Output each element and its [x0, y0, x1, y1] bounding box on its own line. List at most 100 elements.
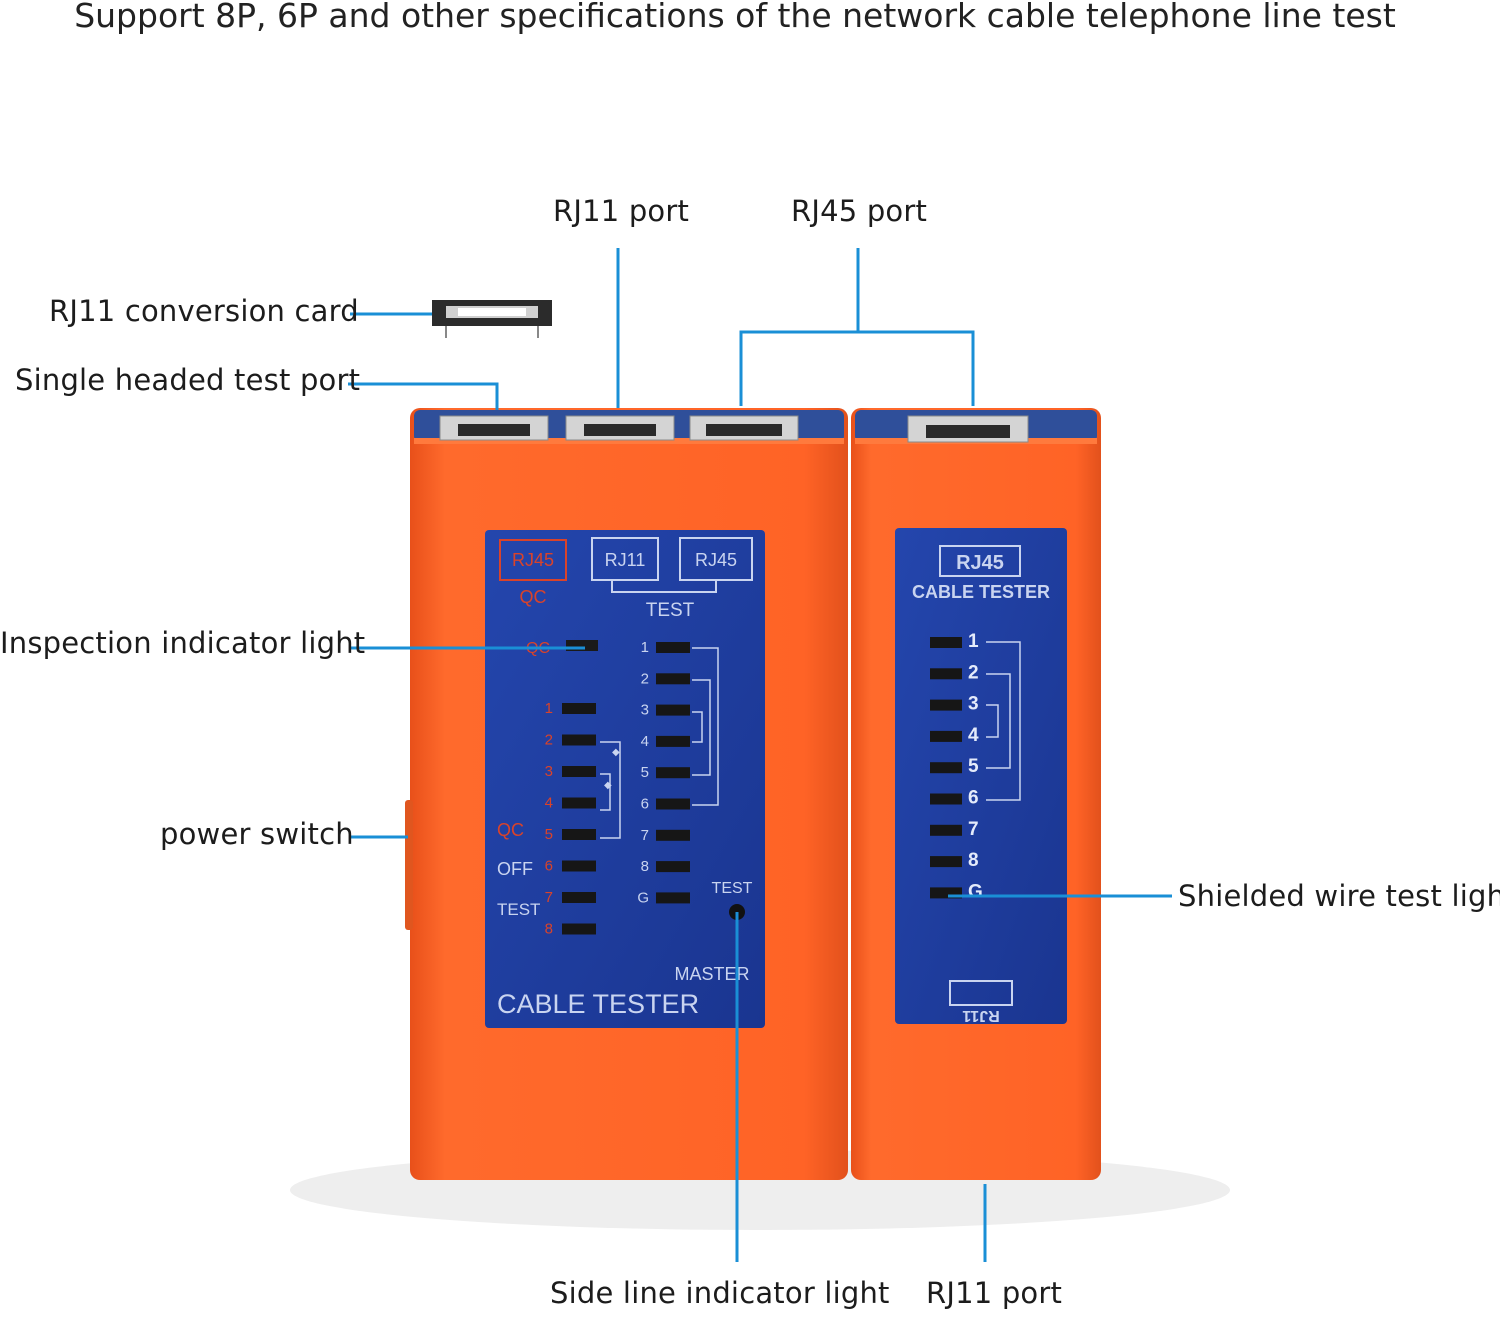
callout-lines	[348, 248, 1172, 1262]
right-led-8-label: 8	[641, 858, 649, 875]
badge-rj11-label: RJ11	[605, 550, 646, 570]
badge-rj45-label: RJ45	[695, 550, 737, 570]
right-led-7	[656, 829, 690, 841]
left-led-8-label: 8	[545, 921, 553, 938]
badge-qc-label: QC	[520, 587, 547, 607]
rj45-port-remote[interactable]	[907, 415, 1029, 443]
callout-single-headed-test-port: Single headed test port	[15, 363, 361, 397]
right-led-column: 1 2 3 4 5 6 7 8G	[637, 639, 690, 906]
right-led-4	[656, 735, 690, 747]
callout-rj11-conversion-card: RJ11 conversion card	[49, 294, 359, 328]
remote-led-8	[930, 856, 962, 868]
remote-led-7	[930, 824, 962, 836]
remote-badge-rj45	[939, 545, 1021, 577]
left-led-4	[562, 797, 596, 809]
master-panel	[485, 530, 765, 1028]
callout-side-line-indicator-light: Side line indicator light	[550, 1276, 890, 1310]
right-led-1-label: 1	[641, 639, 649, 656]
left-led-4-label: 4	[545, 795, 553, 812]
remote-led-8-label: 8	[968, 850, 979, 871]
left-led-5	[562, 829, 596, 840]
remote-mirrored-badge-label: RJ11	[962, 1007, 999, 1024]
callout-power-switch: power switch	[160, 817, 354, 851]
rj11-port-master[interactable]	[565, 415, 675, 441]
callout-rj45-port-top: RJ45 port	[791, 194, 928, 228]
remote-led-1-label: 1	[968, 631, 979, 652]
remote-panel-subtitle: CABLE TESTER	[912, 582, 1050, 602]
right-led-2-label: 2	[641, 670, 649, 687]
right-led-1	[656, 642, 690, 653]
badge-rj11	[591, 537, 659, 581]
left-led-3-label: 3	[545, 763, 553, 780]
headline: Support 8P, 6P and other specifications …	[74, 0, 1396, 35]
remote-led-G	[930, 887, 962, 899]
remote-led-3-label: 3	[968, 694, 979, 715]
remote-led-7-label: 7	[968, 819, 979, 840]
rj45-port-master[interactable]	[689, 415, 799, 441]
svg-text:◆: ◆	[612, 747, 620, 758]
left-led-8	[562, 923, 596, 935]
right-led-3	[656, 704, 690, 716]
remote-led-4-label: 4	[968, 725, 979, 746]
test-button-label: TEST	[712, 880, 753, 897]
switch-test-label: TEST	[497, 900, 540, 919]
remote-led-6	[930, 793, 962, 805]
left-led-1	[562, 703, 596, 714]
remote-badge-rj45-label: RJ45	[956, 552, 1004, 574]
right-led-7-label: 7	[641, 827, 649, 844]
remote-led-5-label: 5	[968, 756, 979, 777]
left-led-7-label: 7	[545, 889, 553, 906]
left-led-2-label: 2	[545, 732, 553, 749]
single-headed-test-port[interactable]	[439, 415, 549, 441]
callout-shielded-wire-test-light: Shielded wire test light	[1178, 879, 1500, 913]
right-led-6	[656, 798, 690, 810]
switch-off-label: OFF	[497, 859, 533, 879]
right-led-5	[656, 767, 690, 779]
remote-panel	[895, 528, 1067, 1024]
left-led-column: 1 2 3 4 5 6 7 8	[545, 700, 596, 938]
left-led-3	[562, 766, 596, 777]
remote-led-2-label: 2	[968, 662, 979, 683]
right-led-6-label: 6	[641, 796, 649, 813]
master-unit: RJ45 QC RJ11 RJ45 TEST QC 1 2 3 4 5 6 7 8 1 2 3 4 5…	[405, 408, 848, 1180]
master-panel-title: CABLE TESTER	[497, 989, 699, 1019]
remote-led-column: 1 2 3 4 5 6 7 8G	[930, 631, 983, 902]
badge-rj45-qc-label: RJ45	[512, 550, 554, 570]
right-led-5-label: 5	[641, 764, 649, 781]
remote-unit: RJ45 CABLE TESTER 1 2 3 4 5 6 7 8G RJ11	[851, 408, 1101, 1180]
test-label: TEST	[646, 600, 695, 621]
remote-led-3	[930, 699, 962, 711]
right-led-G	[656, 892, 690, 904]
right-led-G-label: G	[637, 889, 649, 906]
right-led-4-label: 4	[641, 733, 649, 750]
remote-led-2	[930, 668, 962, 680]
right-led-2	[656, 673, 690, 685]
left-led-2	[562, 734, 596, 746]
left-led-6-label: 6	[545, 858, 553, 875]
left-led-7	[562, 892, 596, 903]
remote-led-6-label: 6	[968, 788, 979, 809]
inspection-indicator-light	[566, 640, 598, 651]
svg-text:◆: ◆	[604, 780, 612, 791]
callout-inspection-indicator-light: Inspection indicator light	[0, 626, 366, 660]
remote-led-5	[930, 762, 962, 774]
right-led-8	[656, 861, 690, 873]
left-led-1-label: 1	[545, 700, 553, 717]
test-bracket	[611, 580, 717, 593]
left-led-6	[562, 860, 596, 872]
right-led-3-label: 3	[641, 702, 649, 719]
left-led-5-label: 5	[545, 826, 553, 843]
callout-rj11-port-bottom: RJ11 port	[926, 1276, 1063, 1310]
remote-led-G-label: G	[968, 881, 983, 902]
callout-rj11-port-top: RJ11 port	[553, 194, 690, 228]
badge-rj45-qc	[499, 539, 567, 581]
master-label: MASTER	[674, 964, 749, 984]
leader-single-port	[348, 382, 499, 410]
rj11-conversion-card	[432, 300, 552, 338]
switch-qc-label: QC	[497, 820, 524, 840]
remote-mirrored-badge	[949, 980, 1013, 1006]
leader-rj45-fork	[739, 330, 975, 406]
remote-led-1	[930, 637, 962, 648]
power-switch[interactable]	[405, 800, 413, 930]
